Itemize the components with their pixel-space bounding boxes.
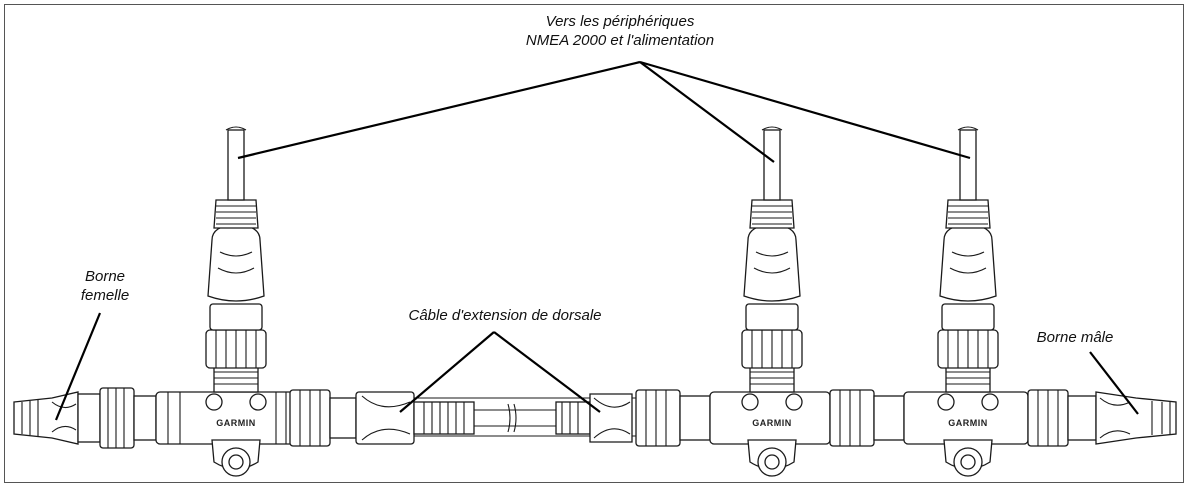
female-terminator-label-line1: Borne xyxy=(84,268,126,285)
garmin-logo: GARMIN xyxy=(948,418,988,428)
diagram-frame xyxy=(4,4,1184,483)
devices-power-label-line1: Vers les périphériques xyxy=(545,13,695,30)
t-connector-2: GARMIN xyxy=(709,126,831,477)
devices-power-label: Vers les périphériques NMEA 2000 et l'al… xyxy=(470,12,770,50)
male-terminator-label: Borne mâle xyxy=(1036,329,1114,346)
female-terminator-label-line2: femelle xyxy=(80,287,130,304)
leader-lines xyxy=(54,60,1139,421)
t-connector-3: GARMIN xyxy=(903,126,1029,477)
garmin-logo: GARMIN xyxy=(752,418,792,428)
female-terminator xyxy=(13,387,157,449)
t-connector-1: GARMIN xyxy=(155,126,297,477)
female-terminator-label: Borne femelle xyxy=(60,267,150,305)
backbone-extension-cable xyxy=(413,393,633,443)
coupler-1 xyxy=(289,389,415,447)
coupler-2 xyxy=(635,389,711,447)
male-terminator xyxy=(1027,389,1177,447)
coupler-3 xyxy=(829,389,905,447)
devices-power-label-line2: NMEA 2000 et l'alimentation xyxy=(525,32,715,49)
garmin-logo: GARMIN xyxy=(216,418,256,428)
backbone-extension-label: Câble d'extension de dorsale xyxy=(408,307,602,324)
